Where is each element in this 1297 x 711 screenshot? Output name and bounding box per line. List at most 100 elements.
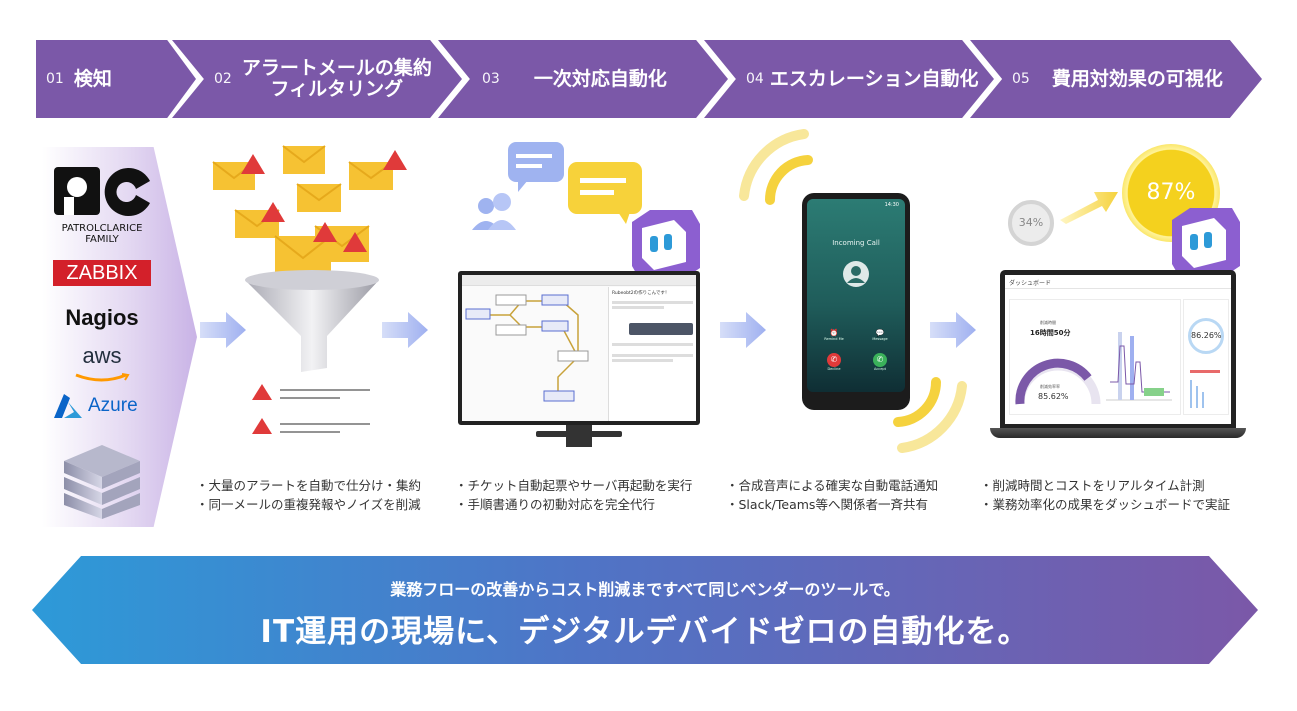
bullet-item: ・削減時間とコストをリアルタイム計測 (980, 478, 1205, 493)
filtered-alert-list (252, 384, 370, 434)
step-detect: 01 検知 (36, 40, 196, 118)
step-cost-visualization: 05 費用対効果の可視化 (970, 40, 1262, 118)
person-icon (847, 266, 865, 283)
smartphone: 14:30 Incoming Call ⏰ Remind Me 💬 Messag… (802, 193, 910, 410)
azure-logo: Azure (52, 392, 156, 420)
step-label: アラートメールの集約 フィルタリング (241, 57, 432, 100)
efficiency-gauge: 86.26% (1188, 318, 1224, 354)
aws-logo: aws (62, 344, 142, 387)
step-first-response: 03 一次対応自動化 (438, 40, 728, 118)
patrolclarice-line1: PATROLCLARICE (61, 223, 143, 234)
flow-arrow-icon (720, 312, 766, 348)
step-escalation: 04 エスカレーション自動化 (704, 40, 994, 118)
alert-triangle-icon (241, 150, 407, 252)
bullets-escalation: ・合成音声による確実な自動電話通知 ・Slack/Teams等へ関係者一斉共有 (726, 476, 938, 514)
remind-me-label: Remind Me (824, 337, 844, 341)
flow-arrow-icon (200, 312, 246, 348)
phone-clock: 14:30 (884, 202, 899, 208)
azure-text: Azure (88, 395, 138, 416)
alert-triangle-icon (252, 384, 272, 400)
flow-arrow-icon (382, 312, 428, 348)
decline-label: Decline (827, 367, 841, 371)
step-number: 02 (214, 71, 232, 87)
step-label: エスカレーション自動化 (769, 67, 979, 90)
bullet-item: ・チケット自動起票やサーバ再起動を実行 (455, 478, 693, 493)
rate-value: 85.62% (1038, 392, 1069, 401)
dashboard-title: ダッシュボード (1005, 275, 1231, 289)
reduced-time-label: 削減時間 (1040, 320, 1056, 325)
incoming-call-label: Incoming Call (832, 239, 880, 247)
big-gauge: 87% (1122, 144, 1220, 242)
zabbix-logo: ZABBIX (53, 260, 151, 286)
accept-button[interactable]: ✆ Accept (869, 353, 891, 371)
incoming-call-screen: 14:30 Incoming Call ⏰ Remind Me 💬 Messag… (807, 199, 905, 392)
caller-avatar (843, 261, 869, 287)
azure-mark-icon (54, 394, 82, 418)
patrolclarice-line2: FAMILY (85, 234, 119, 245)
bullets-cost-visualization: ・削減時間とコストをリアルタイム計測 ・業務効率化の成果をダッシュボードで実証 (980, 476, 1230, 514)
sound-wave-icon (739, 129, 813, 205)
chat-bubbles-illustration (472, 142, 642, 230)
accept-phone-icon: ✆ (873, 353, 887, 367)
tagline-main: IT運用の現場に、デジタルデバイドゼロの自動化を。 (260, 614, 1030, 650)
automation-bot-logo-icon (632, 210, 700, 280)
rate-gauge (1015, 358, 1101, 405)
chat-bubble-icon (568, 162, 642, 224)
reduced-time-value: 16時間50分 (1030, 329, 1071, 337)
chat-bubble-icon (508, 142, 564, 192)
accept-label: Accept (874, 367, 886, 371)
cost-dashboard: ダッシュボード 削減時間 16時間50分 削減効率率 85.62% 86.26% (1005, 275, 1231, 424)
patrolclarice-logo: PATROLCLARICE FAMILY (52, 163, 152, 245)
alarm-icon: ⏰ (829, 329, 839, 337)
envelope-icon (212, 145, 394, 274)
trend-chart (1106, 332, 1172, 401)
aws-smile-icon (75, 373, 130, 382)
step-alert-aggregation: 02 アラートメールの集約 フィルタリング (172, 40, 462, 118)
bullet-item: ・業務効率化の成果をダッシュボードで実証 (980, 497, 1231, 512)
alert-triangle-icon (252, 418, 272, 434)
step-number: 04 (746, 71, 764, 87)
decline-button[interactable]: ✆ Decline (823, 353, 845, 371)
step-label: 検知 (73, 67, 112, 90)
tagline-subtitle: 業務フローの改善からコスト削減まですべて同じベンダーのツールで。 (390, 580, 900, 599)
aws-text: aws (82, 343, 122, 368)
message-icon: 💬 (875, 329, 885, 337)
flow-arrow-icon (930, 312, 976, 348)
workflow-editor: Rubeobt2の作りこんです！ (462, 275, 696, 421)
step-label: 一次対応自動化 (533, 67, 667, 90)
laptop-screen: ダッシュボード 削減時間 16時間50分 削減効率率 85.62% 86.26% (1000, 270, 1236, 428)
sound-wave-icon (893, 377, 967, 453)
patrolclarice-mark-icon (54, 167, 150, 216)
bullet-item: ・手順書通りの初動対応を完全代行 (455, 497, 656, 512)
bullet-item: ・同一メールの重複発報やノイズを削減 (196, 497, 421, 512)
bullets-first-response: ・チケット自動起票やサーバ再起動を実行 ・手順書通りの初動対応を完全代行 (455, 476, 692, 514)
step-number: 05 (1012, 71, 1030, 87)
chat-panel-title: Rubeobt2の作りこんです！ (612, 291, 670, 296)
decline-phone-icon: ✆ (827, 353, 841, 367)
bullet-item: ・大量のアラートを自動で仕分け・集約 (196, 478, 422, 493)
tagline-banner: 業務フローの改善からコスト削減まですべて同じベンダーのツールで。 IT運用の現場… (32, 556, 1258, 664)
remind-me-button[interactable]: ⏰ Remind Me (821, 329, 847, 341)
step-label: 費用対効果の可視化 (1051, 67, 1223, 90)
laptop-base (990, 428, 1246, 438)
automation-bot-logo-icon (1172, 208, 1240, 278)
workflow-diagram (465, 294, 589, 402)
chat-panel: Rubeobt2の作りこんです！ (608, 287, 696, 421)
mail-funnel-illustration (212, 145, 407, 372)
growth-arrow-icon (1060, 192, 1118, 224)
bullets-aggregation: ・大量のアラートを自動で仕分け・集約 ・同一メールの重複発報やノイズを削減 (196, 476, 421, 514)
small-gauge: 34% (1008, 200, 1054, 246)
editor-toolbar (462, 275, 696, 286)
message-label: Message (872, 337, 888, 341)
database-stack-icon (64, 445, 140, 519)
users-icon (472, 193, 516, 230)
monitor-base (536, 431, 622, 437)
bullet-item: ・合成音声による確実な自動電話通知 (726, 478, 939, 493)
monitor-screen: Rubeobt2の作りこんです！ (458, 271, 700, 447)
rate-label: 削減効率率 (1040, 384, 1060, 389)
step-number: 01 (46, 71, 64, 87)
efficiency-panel: 86.26% (1183, 299, 1229, 415)
message-button[interactable]: 💬 Message (867, 329, 893, 341)
bullet-item: ・Slack/Teams等へ関係者一斉共有 (726, 497, 928, 512)
reduction-panel: 削減時間 16時間50分 削減効率率 85.62% (1009, 299, 1181, 415)
